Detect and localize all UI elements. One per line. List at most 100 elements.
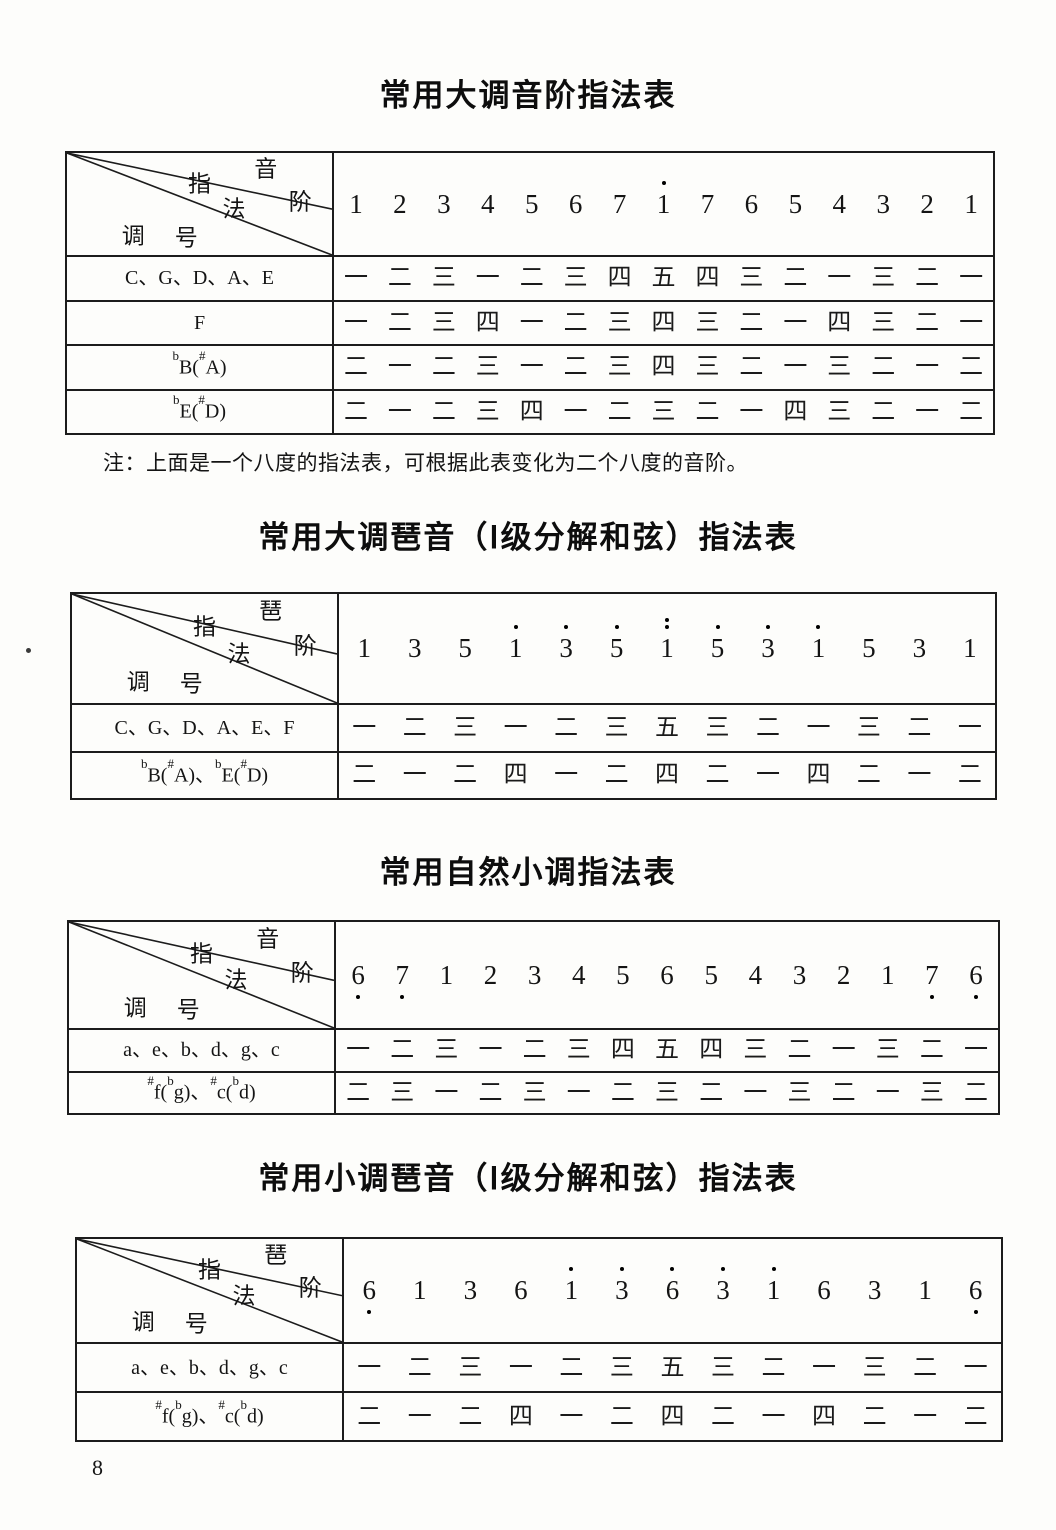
scale-degree: 3 [876,188,890,219]
scale-degree-cell: 6 [954,961,998,999]
corner-label-arpeggio: 阶 [298,1275,322,1301]
scale-degree: 1 [439,959,454,990]
scale-degree-cell: 1 [945,635,995,662]
fingering-number: 一 [783,309,808,336]
scale-degree-cell: 4 [557,961,601,989]
fingering-number: 二 [862,1403,887,1430]
scale-degree: 3 [437,188,451,219]
scale-degree-cell: 1 [490,625,540,662]
fingering-number: 三 [431,309,456,336]
fingering-number: 三 [710,1354,735,1381]
fingering-cells: 二三一二三一二三二一三二一三二 [336,1073,998,1114]
low-octave-dot [929,994,934,999]
corner-label-fingering: 法 [232,1283,256,1309]
diagonal-divider-lines [67,153,332,255]
table-corner-header: 琶 阶 指 法 调 号 [72,594,337,703]
scale-degree: 7 [395,961,409,999]
fingering-number: 三 [431,265,456,292]
scale-degree: 4 [832,188,847,219]
fingering-number: 五 [655,714,680,741]
fingering-number: 三 [607,309,632,336]
scale-degree-cell: 1 [334,190,378,218]
fingering-number: 一 [831,1037,856,1064]
fingering-row: #f(bg)、#c(bd)二一二四一二四二一四二一二 [77,1391,1001,1440]
corner-label-key: 调 [131,1309,155,1335]
fingering-number: 二 [710,1403,735,1430]
fingering-number: 一 [343,265,368,292]
fingering-number: 四 [519,398,544,425]
scale-degree: 6 [817,1275,831,1305]
key-text: C、G、D、A、E、F [114,716,295,739]
fingering-number: 四 [475,309,500,336]
fingering-number: 二 [563,354,588,381]
fingering-number: 二 [453,762,478,789]
fingering-number: 二 [915,309,940,336]
scale-degree-cell: 3 [389,635,439,662]
fingering-number: 三 [651,398,676,425]
fingering-row: bB(#A)、bE(#D)二一二四一二四二一四二一二 [72,750,995,798]
high-octave-dot [513,625,518,629]
key-text: a、e、b、d、g、c [123,1039,280,1062]
corner-label-key: 调 [123,995,147,1021]
scale-degree-cell: 3 [422,188,466,219]
fingering-number: 三 [695,354,720,381]
fingering-row: bE(#D)二一二三四一二三二一四三二一二 [67,388,993,433]
scale-degree: 5 [862,633,876,663]
fingering-number: 一 [346,1037,371,1064]
fingering-number: 二 [387,265,412,292]
diagonal-divider-lines [77,1239,342,1342]
fingering-number: 一 [508,1354,533,1381]
scale-degree: 5 [616,959,630,990]
fingering-number: 一 [434,1079,459,1106]
corner-label-fingering: 法 [227,641,251,667]
fingering-number: 三 [453,714,478,741]
scale-degree: 3 [912,633,927,663]
scale-degree: 6 [363,1277,376,1314]
fingering-number: 三 [862,1354,887,1381]
fingering-number: 一 [503,714,528,741]
scale-degree-cell: 3 [597,1267,648,1304]
scale-degree-cell: 1 [339,635,389,662]
fingering-number: 一 [478,1037,503,1064]
corner-label-key: 调 [126,669,150,695]
fingering-number: 三 [787,1079,812,1106]
key-signature-label: a、e、b、d、g、c [131,1356,288,1380]
fingering-number: 四 [607,265,632,292]
fingering-number: 一 [554,762,579,789]
corner-label-arpeggio: 阶 [293,633,317,659]
scale-degree: 1 [964,188,978,219]
natural-minor-title: 常用自然小调指法表 [379,855,677,890]
corner-label-scale: 音 [256,926,280,952]
fingering-number: 二 [856,762,881,789]
corner-label-key: 号 [184,1311,208,1337]
major-scale-title: 常用大调音阶指法表 [379,78,677,113]
scale-degree-cell: 3 [894,635,944,662]
scale-degree: 6 [660,959,674,990]
corner-label-scale: 阶 [290,960,314,986]
scale-degree-cell: 7 [380,961,424,999]
scale-degree: 1 [660,618,674,662]
scale-degree-cell: 1 [748,1267,799,1304]
low-octave-dot [974,994,979,999]
fingering-number: 四 [695,265,720,292]
key-signature-label: F [194,311,205,335]
key-signature-label: bE(#D) [173,393,226,424]
fingering-number: 二 [607,398,632,425]
scale-degree-cell: 6 [729,190,773,218]
scale-degree-cell: 5 [591,625,641,662]
fingering-number: 三 [390,1079,415,1106]
fingering-number: 四 [508,1403,533,1430]
corner-label-fingering: 指 [188,171,211,197]
fingering-number: 二 [563,309,588,336]
scale-degree-cell: 6 [344,1277,395,1314]
scale-degree-cell: 1 [866,961,910,989]
key-text: A) [205,356,227,379]
fingering-number: 二 [559,1354,584,1381]
fingering-number: 五 [660,1354,685,1381]
key-text: d) [246,1405,264,1428]
fingering-number: 一 [915,354,940,381]
